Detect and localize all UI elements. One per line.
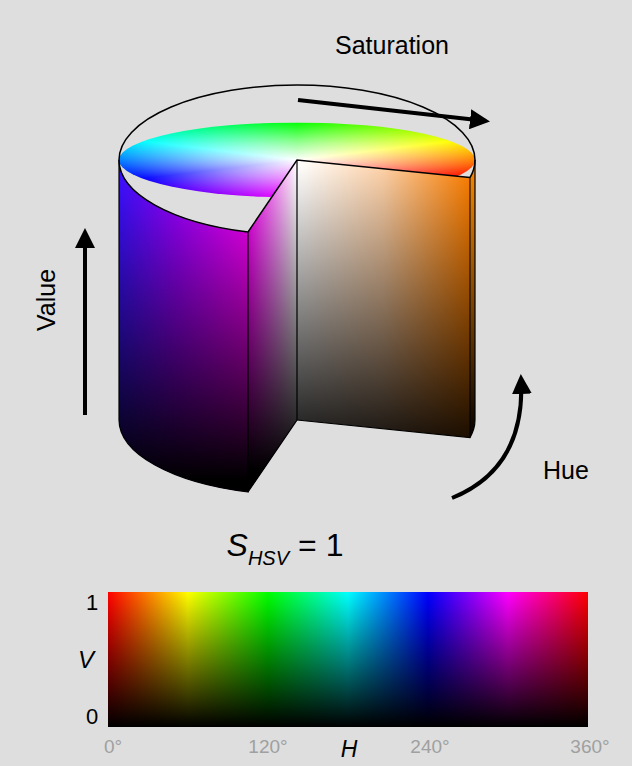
hue-arrow	[452, 378, 521, 498]
hue-value-bar	[108, 592, 588, 727]
axis-tick: 0°	[104, 736, 122, 758]
symbol-letter: S	[227, 527, 248, 564]
bar-heading: SHSV= 1	[227, 527, 344, 564]
axis-title: Saturation	[335, 31, 449, 60]
saturation-arrow	[298, 100, 486, 121]
symbol-value: = 1	[298, 527, 343, 564]
axis-title: Value	[32, 269, 61, 331]
axis-tick: 120°	[248, 736, 287, 758]
axis-title: Hue	[543, 456, 589, 485]
axis-name: H	[341, 736, 358, 762]
axis-name: V	[78, 646, 94, 674]
symbol-subscript: HSV	[248, 547, 289, 570]
axis-tick: 360°	[570, 736, 609, 758]
axis-tick: 1	[86, 590, 98, 615]
axis-tick: 240°	[410, 736, 449, 758]
value-arrow	[83, 232, 87, 415]
axis-tick: 0	[86, 704, 98, 729]
